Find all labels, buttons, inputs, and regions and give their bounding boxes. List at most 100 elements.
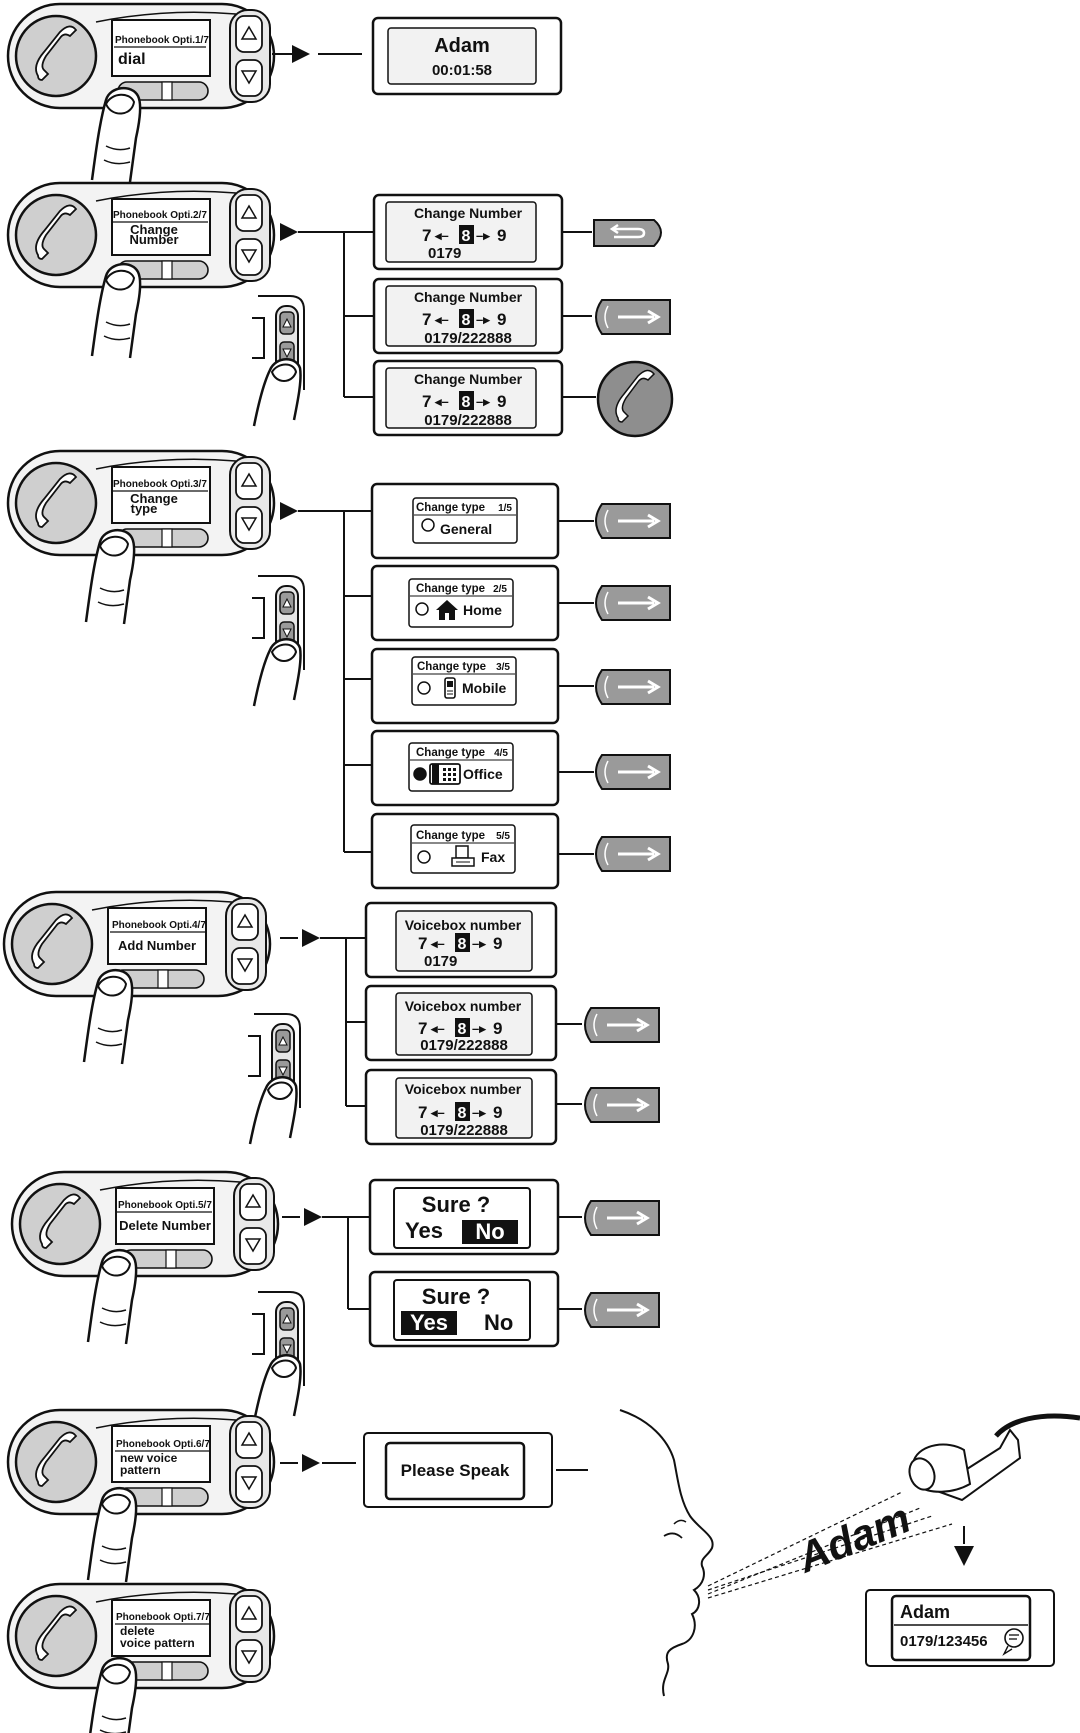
right-arrow-glyph: –▸ [472,936,487,951]
voicebox-title: Voicebox number [405,917,522,933]
change-type-label: Fax [481,849,505,865]
left-arrow-glyph: ◂– [434,394,449,409]
forward-button-icon [594,298,672,336]
menu-6-line-2: pattern [120,1463,161,1477]
radio-selected [413,767,427,781]
change-type-index: 4/5 [494,748,508,759]
digit-selected: 8 [462,394,471,411]
digit-right: 9 [497,392,506,411]
scroll-buttons-side-view [250,294,306,428]
menu-1-header: Phonebook Opti.1/7 [115,35,209,46]
change-type-index: 3/5 [496,662,510,673]
forward-button-icon [583,1006,661,1044]
digit-selected: 8 [462,312,471,329]
change-type-screen-general: Change type 1/5 General [370,482,560,560]
right-arrow-glyph: –▸ [472,1105,487,1120]
digit-left: 7 [422,392,431,411]
confirm-yes-highlighted: Yes [410,1310,448,1335]
arrow-down-icon [954,1546,974,1566]
digit-right: 9 [493,1019,502,1038]
forward-button-icon [594,584,672,622]
change-type-title: Change type [416,583,485,595]
digit-right: 9 [493,934,502,953]
scroll-buttons-side-view [250,1290,306,1424]
menu-1-line-1: dial [118,51,146,68]
confirm-yes: Yes [405,1218,443,1243]
change-type-screen-fax: Change type 5/5 Fax [370,812,560,890]
result-number: 0179/123456 [900,1633,988,1650]
menu-2-header: Phonebook Opti.2/7 [113,210,207,221]
confirm-question: Sure ? [422,1284,490,1309]
result-name: Adam [900,1602,950,1622]
digit-selected: 8 [458,936,467,953]
change-number-title: Change Number [414,371,523,387]
menu-3-line-2: type [131,501,158,516]
change-type-label: Home [463,602,502,618]
change-type-screen-office: Change type 4/5 Office [370,729,560,807]
digit-left: 7 [418,934,427,953]
left-arrow-glyph: ◂– [430,936,445,951]
forward-button-icon [583,1199,661,1237]
call-time: 00:01:58 [432,62,492,79]
digit-left: 7 [418,1019,427,1038]
menu-row-4: Phonebook Opti.4/7 Add Number Voicebox n… [2,890,661,1146]
menu-5-header: Phonebook Opti.5/7 [118,1200,212,1211]
change-type-title: Change type [417,661,486,673]
result-screen: Adam 0179/123456 [865,1589,1055,1667]
voicebox-screen-2: Voicebox number 7 ◂– 8 –▸ 9 0179/222888 [364,984,558,1062]
speech-bubble-icon [1002,1628,1024,1656]
arrow-right-icon [304,1208,322,1226]
menu-row-5: Phonebook Opti.5/7 Delete Number Sure ? … [10,1170,661,1424]
forward-button-icon [594,502,672,540]
menu-4-header: Phonebook Opti.4/7 [112,920,206,931]
change-type-title: Change type [416,830,485,842]
change-number-value-2: 0179/222888 [424,330,512,347]
menu-3-line-1: Change [130,491,178,506]
menu-5-line-1: Delete Number [119,1218,211,1233]
call-button-icon [596,360,674,438]
menu-2-line-1: Change [130,222,178,237]
right-arrow-glyph: –▸ [472,1021,487,1036]
change-type-label: Mobile [462,680,507,696]
office-phone-icon [429,763,461,785]
change-type-index: 5/5 [496,831,510,842]
right-arrow-glyph: –▸ [476,394,491,409]
digit-left: 7 [422,226,431,245]
change-number-screen-3: Change Number 7 ◂– 8 –▸ 9 0179/222888 [372,359,564,437]
arrow-right-icon [280,223,298,241]
digit-right: 9 [497,310,506,329]
menu-row-1: Phonebook Opti.1/7 dial Adam 00:01:58 [6,2,563,184]
change-number-screen-1: Change Number 7 ◂– 8 –▸ 9 0179 [372,193,564,271]
change-number-title: Change Number [414,205,523,221]
back-button-icon [592,218,663,248]
change-type-index: 2/5 [493,584,507,595]
menu-6-line-1: new voice [120,1451,178,1465]
change-number-value-1: 0179 [428,245,461,262]
change-type-screen-home: Change type 2/5 Home [370,564,560,642]
menu-3-header: Phonebook Opti.3/7 [113,479,207,490]
highlight-box [462,1220,518,1244]
arrow-right-icon [302,929,320,947]
radio-unselected [421,518,435,532]
selected-digit-highlight [459,391,474,410]
change-type-label: Office [463,766,503,782]
selected-digit-highlight [459,309,474,328]
left-arrow-glyph: ◂– [430,1105,445,1120]
digit-left: 7 [422,310,431,329]
digit-selected: 8 [462,228,471,245]
face-profile-illustration [619,1409,714,1697]
digit-right: 9 [493,1103,502,1122]
menu-row-2: Phonebook Opti.2/7 Change Number Change … [6,181,674,438]
voicebox-title: Voicebox number [405,998,522,1014]
arrow-right-icon [280,502,298,520]
arrow-right-icon [302,1454,320,1472]
confirm-screen-no: Sure ? Yes No [368,1178,560,1256]
menu-7-line-1: delete [120,1624,155,1638]
menu-6-header: Phonebook Opti.6/7 [116,1439,210,1450]
confirm-question: Sure ? [422,1192,490,1217]
left-arrow-glyph: ◂– [430,1021,445,1036]
right-arrow-glyph: –▸ [476,228,491,243]
mobile-phone-icon [444,677,456,699]
left-arrow-glyph: ◂– [434,228,449,243]
